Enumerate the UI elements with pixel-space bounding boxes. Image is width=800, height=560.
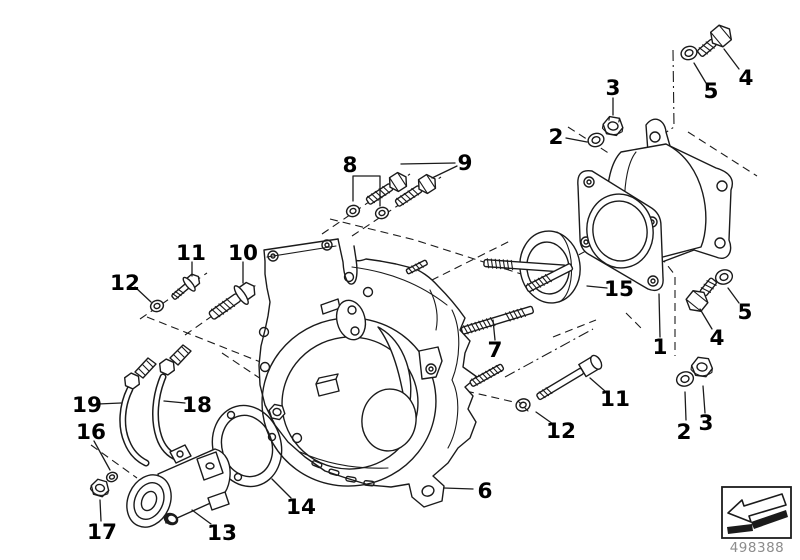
hose-fitting-19 <box>123 372 141 390</box>
washer-part2-top <box>587 132 605 148</box>
callout-15: 15 <box>604 277 634 302</box>
callout-16: 16 <box>76 420 106 445</box>
callout-2-top: 2 <box>549 125 564 150</box>
nut-part3-top <box>601 115 624 137</box>
callout-12-right: 12 <box>546 419 576 444</box>
nut-part3-bottom <box>690 356 714 378</box>
arrow-down-left-icon <box>727 493 788 534</box>
callout-14: 14 <box>286 495 316 520</box>
bell-housing-part6 <box>258 238 478 508</box>
stud-part7-lower <box>460 305 534 335</box>
bolt-part4-top <box>697 24 733 57</box>
stud-small-top <box>405 259 428 275</box>
nut-part17 <box>89 478 110 498</box>
bolt-part4-right <box>685 277 717 312</box>
bolt-part9-b <box>394 173 437 207</box>
callout-11-left: 11 <box>176 241 206 266</box>
callout-6: 6 <box>478 479 493 504</box>
diagram-number: 498388 <box>730 540 785 556</box>
washer-part16 <box>105 471 119 483</box>
washer-part12-left <box>149 299 165 313</box>
hose-part19 <box>119 357 157 467</box>
bolt-part10 <box>208 281 256 320</box>
callout-5-top: 5 <box>704 79 719 104</box>
leader-lines <box>93 48 740 525</box>
callout-10: 10 <box>228 241 258 266</box>
callout-17: 17 <box>87 520 117 545</box>
callout-8: 8 <box>343 153 358 178</box>
callout-4-right: 4 <box>710 326 725 351</box>
callout-9: 9 <box>458 151 473 176</box>
callout-3-bottom: 3 <box>699 411 714 436</box>
callout-13: 13 <box>207 521 237 546</box>
callout-4-top: 4 <box>739 66 754 91</box>
callout-11-right: 11 <box>600 387 630 412</box>
callout-12-left: 12 <box>110 271 140 296</box>
callout-3-top: 3 <box>606 76 621 101</box>
footer-mark: 498388 <box>721 486 792 556</box>
stud-embedded <box>469 363 505 387</box>
washer-part8-a <box>345 204 361 218</box>
bolt-part11-right <box>536 354 603 401</box>
callout-1: 1 <box>653 335 668 360</box>
hose-fitting-18 <box>158 358 176 376</box>
callout-18: 18 <box>182 393 212 418</box>
flange-plate-part1 <box>577 169 664 292</box>
callout-5-right: 5 <box>738 300 753 325</box>
callout-7: 7 <box>488 338 503 363</box>
callout-labels: 8 9 2 3 5 4 11 10 12 15 1 4 5 7 11 12 2 … <box>72 66 753 546</box>
stud-part7-middle <box>525 263 574 293</box>
washer-part12-right <box>515 398 531 412</box>
callout-2-bottom: 2 <box>677 420 692 445</box>
callout-19: 19 <box>72 393 102 418</box>
washer-part2-bottom <box>675 371 695 387</box>
washer-part5-top <box>680 45 698 61</box>
washer-part8-b <box>374 206 390 220</box>
washer-part5-right <box>714 269 734 285</box>
bolt-part11-left <box>171 273 201 300</box>
slave-cylinder-part13 <box>126 444 231 528</box>
